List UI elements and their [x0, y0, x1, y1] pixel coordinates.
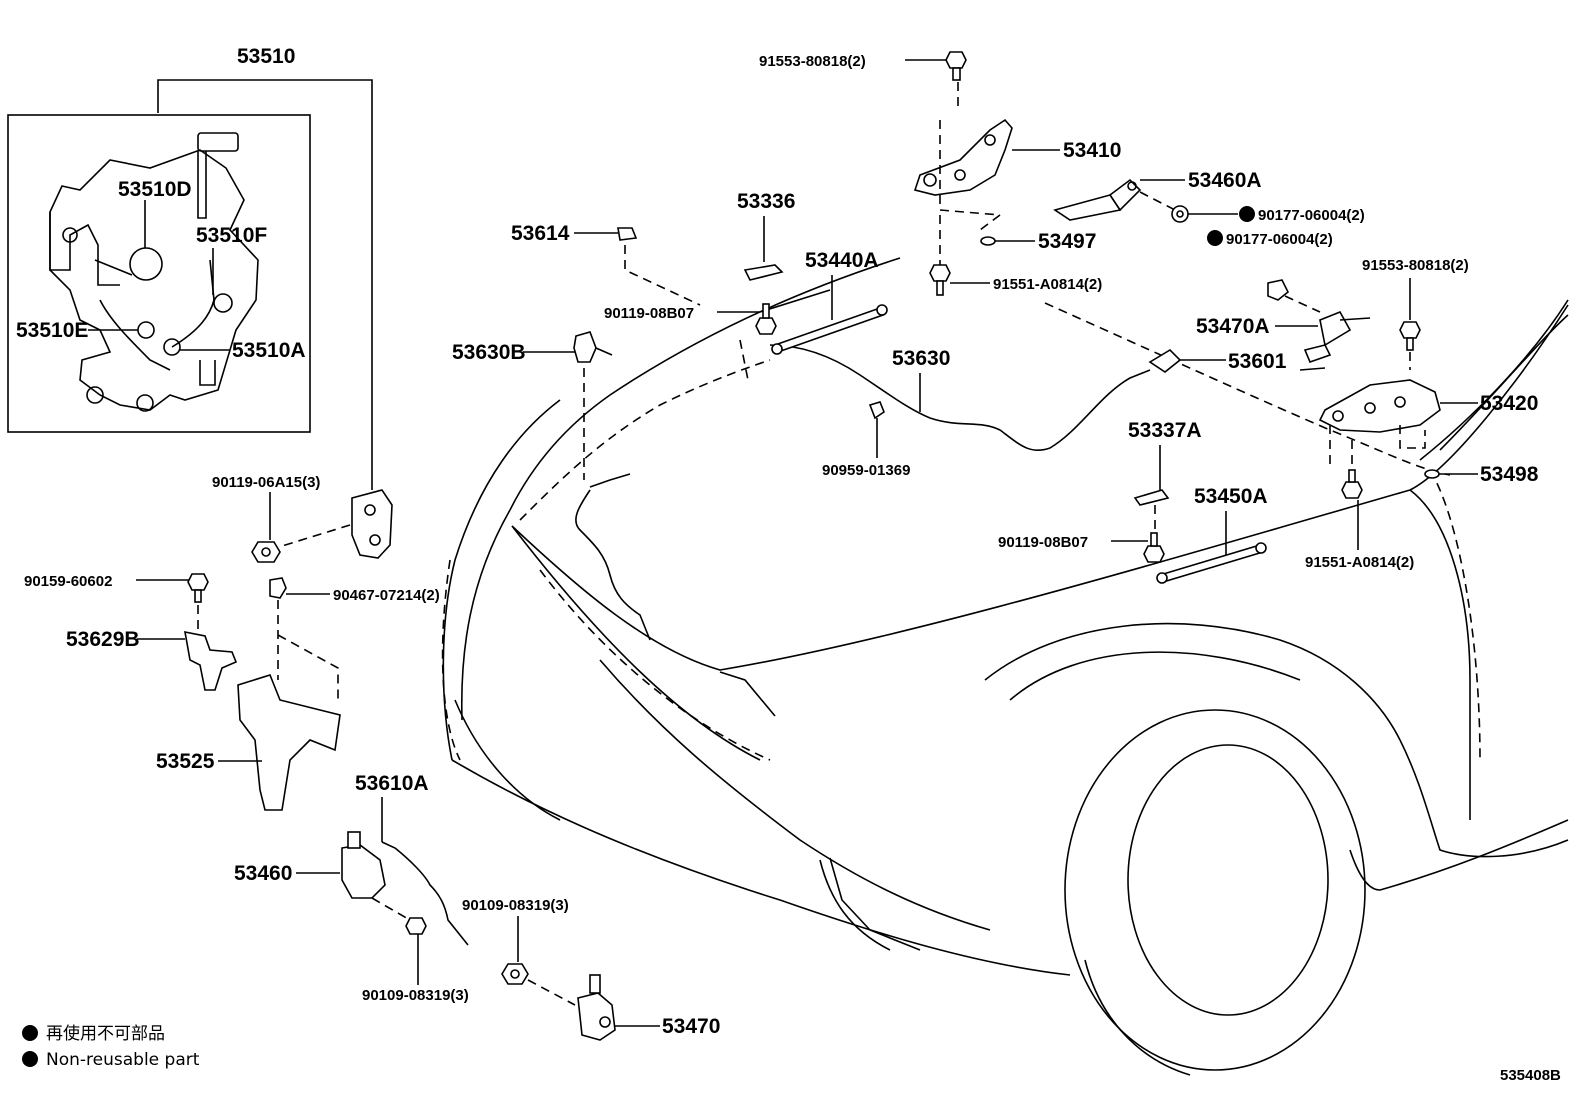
svg-text:53337A: 53337A — [1128, 419, 1202, 442]
car-body-outline — [441, 257, 1569, 1076]
lock-53510-part — [281, 489, 393, 559]
inset-lock-assembly: 53510 53510D 53510F 53510E 535 — [7, 45, 373, 490]
guide-53525: 53525 — [156, 674, 341, 811]
label-53510F: 53510F — [196, 224, 267, 247]
washer-53498: 53498 — [1424, 463, 1539, 486]
non-reusable-dot — [1239, 206, 1255, 222]
svg-text:53460: 53460 — [234, 862, 292, 885]
svg-text:53630: 53630 — [892, 347, 950, 370]
svg-text:90959-01369: 90959-01369 — [822, 462, 910, 479]
bolt-91553-top: 91553-80818(2) — [759, 51, 967, 81]
hood-hinge-left-53410: 53410 — [913, 118, 1121, 231]
legend-dot-1 — [22, 1025, 38, 1041]
bolt-90109-a: 90109-08319(3) — [462, 897, 576, 1006]
bolt-90109-b: 90109-08319(3) — [362, 917, 469, 1004]
svg-text:53460A: 53460A — [1188, 169, 1262, 192]
svg-text:91553-80818(2): 91553-80818(2) — [759, 53, 866, 70]
svg-text:90467-07214(2): 90467-07214(2) — [333, 587, 440, 604]
hood-stay-53450A: 53450A — [1156, 485, 1268, 584]
svg-text:53629B: 53629B — [66, 628, 140, 651]
non-reusable-dot — [1207, 230, 1223, 246]
svg-text:53498: 53498 — [1480, 463, 1539, 486]
lock-body-sketch — [49, 132, 259, 412]
label-53510E: 53510E — [16, 319, 88, 342]
svg-text:90119-08B07: 90119-08B07 — [604, 305, 694, 322]
switch-53470A: 53470A — [1196, 310, 1371, 371]
svg-text:91553-80818(2): 91553-80818(2) — [1362, 257, 1469, 274]
hood-release-cable — [575, 344, 1151, 641]
clip-90467: 90467-07214(2) — [269, 577, 440, 700]
hood-stay-53440A: 53440A — [771, 249, 888, 355]
switch-53460A: 53460A — [1053, 169, 1262, 221]
bolt-91551-bottom: 91551-A0814(2) — [1305, 440, 1414, 571]
hood-hinge-right-53420: 53420 — [1318, 379, 1538, 465]
svg-text:90177-06004(2): 90177-06004(2) — [1258, 207, 1365, 224]
label-53510A: 53510A — [232, 339, 306, 362]
switch-53460: 53460 — [234, 831, 411, 921]
svg-text:90119-06A15(3): 90119-06A15(3) — [212, 474, 320, 491]
title-53510: 53510 — [237, 45, 295, 68]
svg-text:53610A: 53610A — [355, 772, 429, 795]
bolt-91551-top: 91551-A0814(2) — [929, 215, 1102, 296]
legend-ja: 再使用不可部品 — [46, 1023, 165, 1044]
svg-text:53410: 53410 — [1063, 139, 1121, 162]
bracket-53337A: 53337A — [1128, 419, 1202, 530]
bolt-90119-08B07-a: 90119-08B07 — [604, 289, 831, 381]
nut-90177-a: 90177-06004(2) — [1171, 205, 1365, 224]
svg-text:53470A: 53470A — [1196, 315, 1270, 338]
clip-53614: 53614 — [511, 222, 701, 306]
svg-text:90159-60602: 90159-60602 — [24, 573, 112, 590]
bracket-53601: 53601 — [1148, 348, 1287, 373]
switch-53470: 53470 — [577, 974, 720, 1041]
svg-text:53450A: 53450A — [1194, 485, 1268, 508]
svg-text:53420: 53420 — [1480, 392, 1538, 415]
svg-text:90109-08319(3): 90109-08319(3) — [362, 987, 469, 1004]
clip-53630B: 53630B — [452, 331, 613, 480]
svg-text:90109-08319(3): 90109-08319(3) — [462, 897, 569, 914]
svg-text:53525: 53525 — [156, 750, 215, 773]
bracket-53629B: 53629B — [66, 628, 238, 691]
cable-53610A: 53610A — [355, 772, 469, 946]
svg-text:53440A: 53440A — [805, 249, 879, 272]
svg-text:53614: 53614 — [511, 222, 570, 245]
nut-90177-b: 90177-06004(2) — [1207, 230, 1333, 313]
washer-53497: 53497 — [980, 230, 1096, 253]
bracket-53336: 53336 — [737, 190, 795, 281]
label-53510D: 53510D — [118, 178, 192, 201]
svg-text:90177-06004(2): 90177-06004(2) — [1226, 231, 1333, 248]
diagram-code: 535408B — [1500, 1067, 1561, 1084]
bolt-90119-08B07-b: 90119-08B07 — [998, 532, 1165, 563]
svg-text:90119-08B07: 90119-08B07 — [998, 534, 1088, 551]
cable-label-53630: 53630 — [892, 347, 950, 412]
clip-90959: 90959-01369 — [822, 401, 910, 479]
svg-text:53336: 53336 — [737, 190, 795, 213]
bolt-91553-right: 91553-80818(2) — [1362, 257, 1469, 370]
svg-text:53497: 53497 — [1038, 230, 1096, 253]
bolt-90119-06A15: 90119-06A15(3) — [212, 474, 320, 563]
svg-text:91551-A0814(2): 91551-A0814(2) — [1305, 554, 1414, 571]
legend: 再使用不可部品 Non-reusable part — [22, 1023, 200, 1070]
legend-en: Non-reusable part — [46, 1050, 200, 1070]
svg-text:53470: 53470 — [662, 1015, 720, 1038]
svg-text:91551-A0814(2): 91551-A0814(2) — [993, 276, 1102, 293]
bolt-90159: 90159-60602 — [24, 573, 209, 632]
legend-dot-2 — [22, 1051, 38, 1067]
svg-text:53601: 53601 — [1228, 350, 1287, 373]
svg-text:53630B: 53630B — [452, 341, 526, 364]
